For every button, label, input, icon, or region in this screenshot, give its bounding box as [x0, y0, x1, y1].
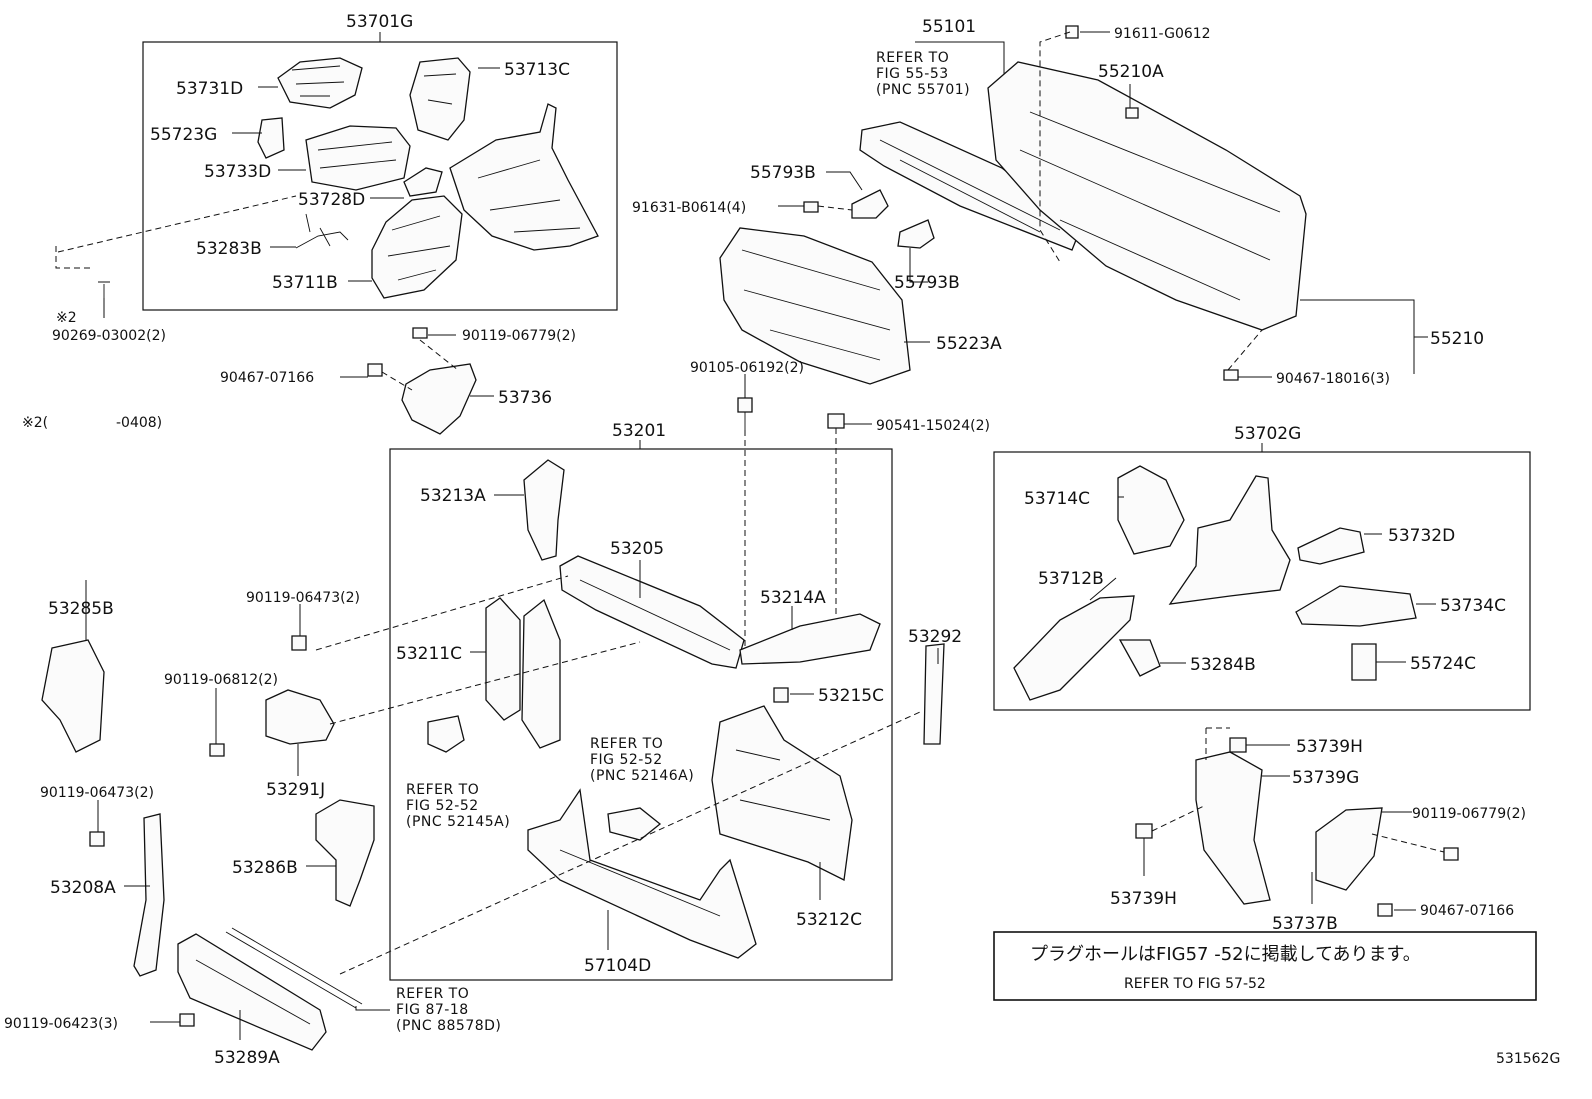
label-53739H-b: 53739H — [1110, 889, 1177, 909]
label-55793B-a: 55793B — [750, 163, 816, 183]
label-53215C: 53215C — [818, 686, 884, 706]
label-53214A: 53214A — [760, 588, 826, 608]
label-55101: 55101 — [922, 17, 976, 37]
label-90119-06812: 90119-06812(2) — [164, 672, 278, 688]
label-53292: 53292 — [908, 627, 962, 647]
label-53212C: 53212C — [796, 910, 862, 930]
svg-text:FIG 87-18: FIG 87-18 — [396, 1002, 469, 1018]
label-53289A: 53289A — [214, 1048, 280, 1068]
label-53208A: 53208A — [50, 878, 116, 898]
label-53737B: 53737B — [1272, 914, 1338, 934]
label-55724C: 55724C — [1410, 654, 1476, 674]
label-90467-07166-a: 90467-07166 — [220, 370, 314, 386]
label-55793B-b: 55793B — [894, 273, 960, 293]
label-90119-06779-a: 90119-06779(2) — [462, 328, 576, 344]
svg-text:(PNC 55701): (PNC 55701) — [876, 82, 970, 98]
label-53205: 53205 — [610, 539, 664, 559]
label-53733D: 53733D — [204, 162, 271, 182]
svg-text:FIG 52-52: FIG 52-52 — [406, 798, 479, 814]
label-53701G: 53701G — [346, 12, 413, 32]
label-90119-06423: 90119-06423(3) — [4, 1016, 118, 1032]
label-90467-18016: 90467-18016(3) — [1276, 371, 1390, 387]
svg-text:REFER TO: REFER TO — [876, 50, 949, 66]
label-53291J: 53291J — [266, 780, 325, 800]
refer-note-fig-52-52-b: REFER TO FIG 52-52 (PNC 52146A) — [590, 736, 694, 784]
svg-text:REFER TO: REFER TO — [406, 782, 479, 798]
notice-box — [993, 931, 1537, 1001]
svg-text:(PNC 88578D): (PNC 88578D) — [396, 1018, 501, 1034]
label-53739G: 53739G — [1292, 768, 1359, 788]
leader-55101 — [915, 41, 1005, 88]
part-labels: 53701G 53731D 53713C 55723G 53733D 53728… — [4, 12, 1560, 1068]
leader-lines — [55, 31, 1445, 1040]
label-53734C: 53734C — [1440, 596, 1506, 616]
label-53736: 53736 — [498, 388, 552, 408]
label-53731D: 53731D — [176, 79, 243, 99]
group-box-53201 — [389, 448, 893, 981]
label-53211C: 53211C — [396, 644, 462, 664]
label-55223A: 55223A — [936, 334, 1002, 354]
refer-note-fig-55-53: REFER TO FIG 55-53 (PNC 55701) — [876, 50, 970, 98]
svg-text:FIG 55-53: FIG 55-53 — [876, 66, 949, 82]
label-55723G: 55723G — [150, 125, 217, 145]
label-53712B: 53712B — [1038, 569, 1104, 589]
label-53711B: 53711B — [272, 273, 338, 293]
svg-text:REFER TO: REFER TO — [396, 986, 469, 1002]
note-mark2: ※2( — [22, 415, 48, 431]
leader-55210 — [1300, 299, 1428, 374]
svg-text:REFER TO: REFER TO — [590, 736, 663, 752]
label-91611-G0612: 91611-G0612 — [1114, 26, 1211, 42]
notice-jp: プラグホールはFIG57 -52に掲載してあります。 — [1030, 944, 1421, 965]
label-mark2: ※2 — [56, 310, 77, 326]
label-90541-15024: 90541-15024(2) — [876, 418, 990, 434]
label-90119-06473-a: 90119-06473(2) — [246, 590, 360, 606]
label-53713C: 53713C — [504, 60, 570, 80]
label-53283B: 53283B — [196, 239, 262, 259]
part-shapes — [41, 25, 1459, 1051]
label-90105-06192: 90105-06192(2) — [690, 360, 804, 376]
svg-text:(PNC 52145A): (PNC 52145A) — [406, 814, 510, 830]
label-53732D: 53732D — [1388, 526, 1455, 546]
refer-note-fig-52-52-a: REFER TO FIG 52-52 (PNC 52145A) — [406, 782, 510, 830]
label-91631-B0614: 91631-B0614(4) — [632, 200, 746, 216]
label-53284B: 53284B — [1190, 655, 1256, 675]
label-57104D: 57104D — [584, 956, 651, 976]
svg-text:FIG 52-52: FIG 52-52 — [590, 752, 663, 768]
label-53213A: 53213A — [420, 486, 486, 506]
refer-note-fig-87-18: REFER TO FIG 87-18 (PNC 88578D) — [396, 986, 501, 1034]
label-53201: 53201 — [612, 421, 666, 441]
label-90269-03002: 90269-03002(2) — [52, 328, 166, 344]
label-90119-06779-b: 90119-06779(2) — [1412, 806, 1526, 822]
diagram-id: 531562G — [1496, 1051, 1560, 1067]
label-53285B: 53285B — [48, 599, 114, 619]
label-55210: 55210 — [1430, 329, 1484, 349]
label-53286B: 53286B — [232, 858, 298, 878]
notice-en: REFER TO FIG 57-52 — [1124, 976, 1266, 992]
label-53728D: 53728D — [298, 190, 365, 210]
label-55210A: 55210A — [1098, 62, 1164, 82]
note-0408: -0408) — [116, 415, 162, 431]
label-90119-06473-b: 90119-06473(2) — [40, 785, 154, 801]
label-53739H-a: 53739H — [1296, 737, 1363, 757]
svg-text:(PNC 52146A): (PNC 52146A) — [590, 768, 694, 784]
label-53702G: 53702G — [1234, 424, 1301, 444]
label-90467-07166-b: 90467-07166 — [1420, 903, 1514, 919]
label-53714C: 53714C — [1024, 489, 1090, 509]
